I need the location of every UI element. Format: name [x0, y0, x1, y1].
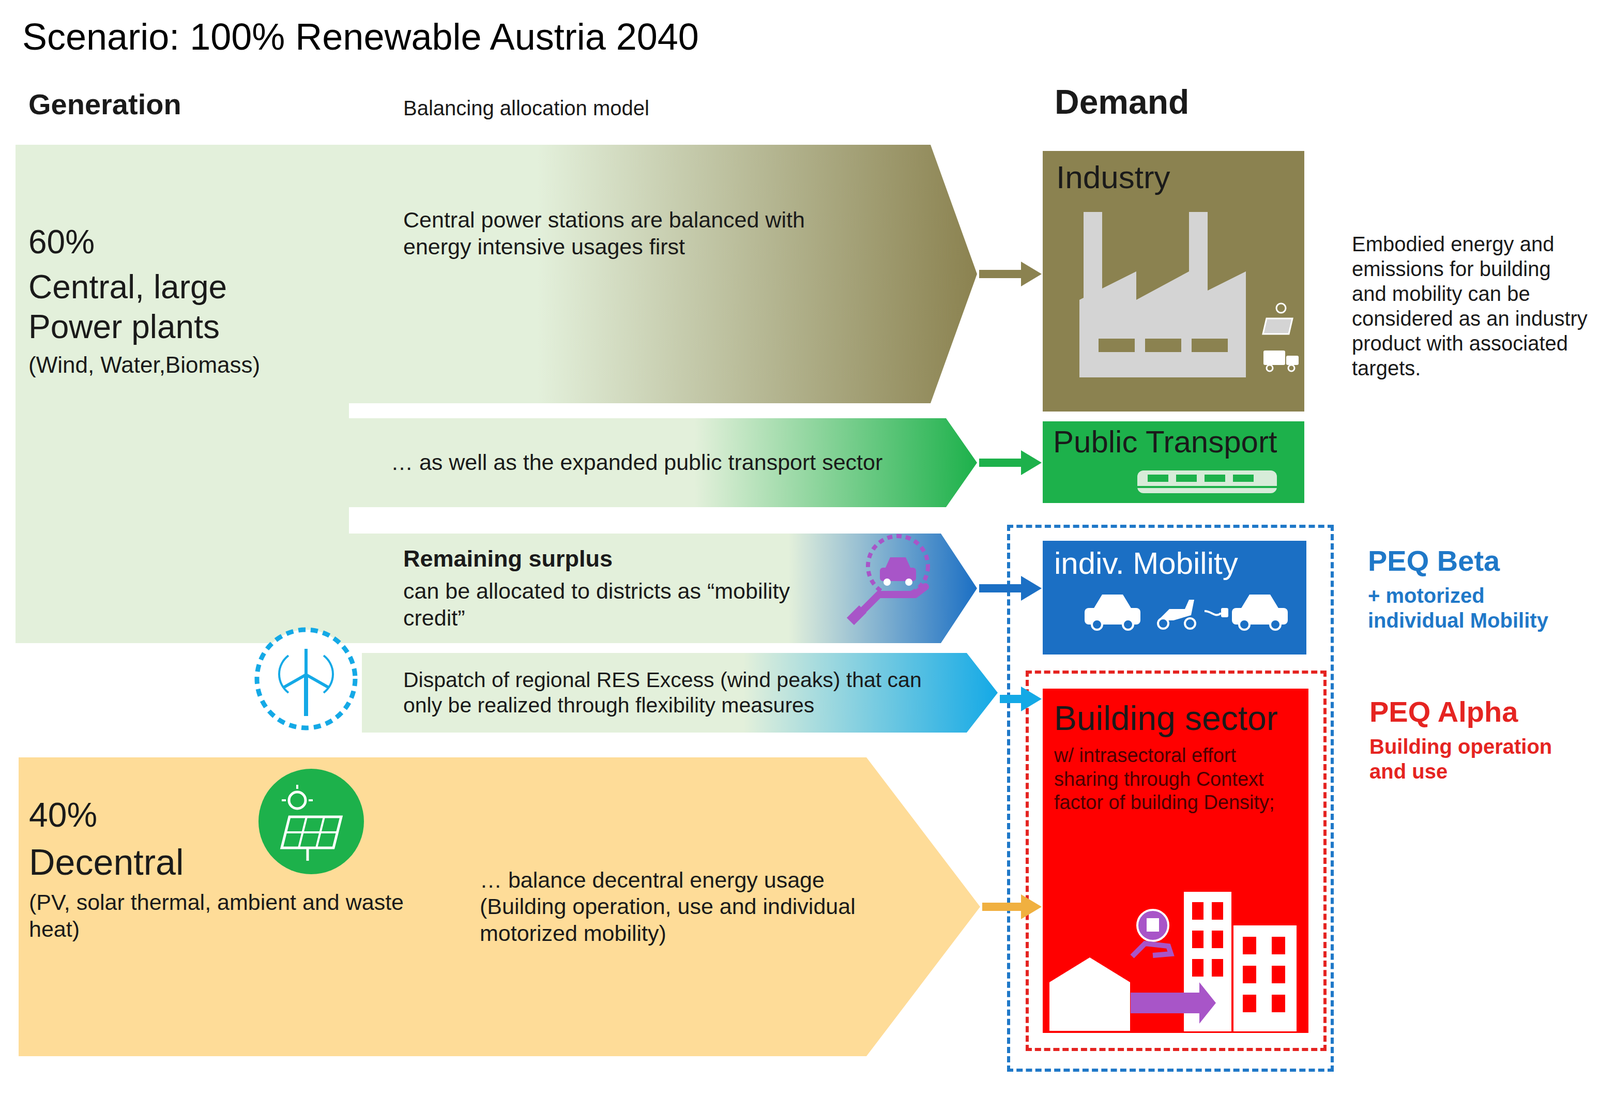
node-text-holder: + motorized individual Mobility	[1367, 583, 1586, 633]
node-heading-holder: Central power stations are balanced with…	[403, 206, 869, 261]
diagram-title: Scenario: 100% Renewable Austria 2040	[22, 14, 699, 59]
allocation-arrow: Remaining surplus can be allocated to dis…	[348, 533, 978, 644]
node-heading-holder: PEQ Beta	[1367, 543, 1586, 578]
node-text-holder: Decentral	[28, 840, 422, 885]
node-text: Central, large Power plants	[28, 267, 318, 347]
connector-line	[979, 458, 1023, 467]
node-text: (PV, solar thermal, ambient and waste he…	[28, 889, 422, 943]
node-heading-holder: PEQ Alpha	[1369, 694, 1587, 729]
node-text: can be allocated to districts as “mobili…	[403, 577, 797, 632]
demand-box: Industry	[1042, 150, 1305, 412]
flow-connector	[979, 261, 1042, 287]
node-heading: Building sector	[1054, 697, 1298, 739]
side-note: Embodied energy and emissions for buildi…	[1351, 231, 1591, 381]
arrow-shape	[361, 652, 998, 733]
flow-connector	[999, 686, 1042, 712]
arrow-body	[361, 652, 998, 733]
column-heading-holder: Demand	[1054, 81, 1365, 123]
node-heading-holder: indiv. Mobility	[1054, 544, 1298, 583]
generation-arrow: 40%Decentral(PV, solar thermal, ambient …	[18, 757, 981, 1057]
peq-region: indiv. MobilityBuilding sectorw/ intrase…	[1007, 524, 1334, 1072]
arrow-head	[1021, 450, 1042, 476]
connector-line	[979, 269, 1023, 279]
node-heading-holder: Remaining surplus	[403, 544, 797, 573]
node-text: Decentral	[28, 840, 422, 885]
flow-connector	[979, 450, 1042, 476]
connector-line	[982, 902, 1023, 911]
column-heading: Balancing allocation model	[403, 95, 869, 121]
flow-connector	[982, 894, 1042, 920]
node-heading: Remaining surplus	[403, 544, 797, 573]
demand-box: Building sectorw/ intrasectoral effort s…	[1042, 688, 1309, 1033]
allocation-arrow: Central power stations are balanced with…	[348, 144, 978, 404]
node-heading-holder: … as well as the expanded public transpo…	[390, 449, 950, 477]
demand-box: indiv. Mobility	[1042, 540, 1307, 655]
arrow-shape	[348, 144, 978, 404]
arrow-body	[18, 757, 981, 1057]
node-heading-holder: 60%	[28, 222, 318, 263]
node-text: … balance decentral energy usage (Buildi…	[479, 866, 883, 948]
side-note-holder: Embodied energy and emissions for buildi…	[1351, 231, 1591, 381]
demand-box: Public Transport	[1042, 421, 1305, 504]
node-heading: 60%	[28, 222, 318, 263]
flow-connector	[979, 575, 1042, 601]
column-heading: Demand	[1054, 81, 1365, 123]
wind-turbine-icon	[256, 629, 356, 728]
node-heading: 40%	[28, 794, 422, 836]
node-text-holder: w/ intrasectoral effort sharing through …	[1054, 743, 1298, 815]
node-heading: Dispatch of regional RES Excess (wind pe…	[403, 667, 952, 719]
arrow-head	[1021, 575, 1042, 601]
column-heading-holder: Balancing allocation model	[403, 95, 869, 121]
node-text-holder: … balance decentral energy usage (Buildi…	[479, 866, 883, 948]
arrow-head	[1021, 261, 1042, 287]
allocation-arrow: Dispatch of regional RES Excess (wind pe…	[361, 652, 998, 733]
node-text: (Wind, Water,Biomass)	[28, 351, 318, 379]
arrow-head	[1021, 686, 1042, 712]
node-text-holder: can be allocated to districts as “mobili…	[403, 577, 797, 632]
node-heading: Central power stations are balanced with…	[403, 206, 869, 261]
node-text: w/ intrasectoral effort sharing through …	[1054, 743, 1298, 815]
generation-band: 60%Central, large Power plants (Wind, Wat…	[15, 144, 349, 644]
arrow-body	[348, 418, 978, 508]
arrow-head	[1021, 894, 1042, 920]
node-text: Building operation and use	[1369, 734, 1587, 784]
peq-region: Building sectorw/ intrasectoral effort s…	[1025, 670, 1327, 1051]
node-heading-holder: Public Transport	[1053, 423, 1300, 461]
node-heading-holder: 40%	[28, 794, 422, 836]
arrow-body	[348, 533, 978, 644]
arrow-body	[348, 144, 978, 404]
node-heading: indiv. Mobility	[1054, 544, 1298, 583]
node-heading: Public Transport	[1053, 423, 1300, 461]
node-heading: Industry	[1056, 158, 1294, 197]
node-heading: PEQ Alpha	[1369, 694, 1587, 729]
connector-line	[979, 584, 1023, 593]
column-heading-holder: Generation	[28, 86, 339, 122]
diagram-title-holder: Scenario: 100% Renewable Austria 2040	[22, 14, 699, 59]
node-heading-holder: Industry	[1056, 158, 1294, 197]
node-text-holder: Building operation and use	[1369, 734, 1587, 784]
connector-line	[999, 694, 1023, 704]
allocation-arrow: … as well as the expanded public transpo…	[348, 418, 978, 508]
node-heading-holder: Building sector	[1054, 697, 1298, 739]
node-heading-holder: Dispatch of regional RES Excess (wind pe…	[403, 667, 952, 719]
node-heading: … as well as the expanded public transpo…	[390, 449, 950, 477]
node-text: + motorized individual Mobility	[1367, 583, 1586, 633]
node-heading: PEQ Beta	[1367, 543, 1586, 578]
column-heading: Generation	[28, 86, 339, 122]
node-text-holder: (PV, solar thermal, ambient and waste he…	[28, 889, 422, 943]
node-text-holder: Central, large Power plants	[28, 267, 318, 347]
node-text-holder: (Wind, Water,Biomass)	[28, 351, 318, 379]
